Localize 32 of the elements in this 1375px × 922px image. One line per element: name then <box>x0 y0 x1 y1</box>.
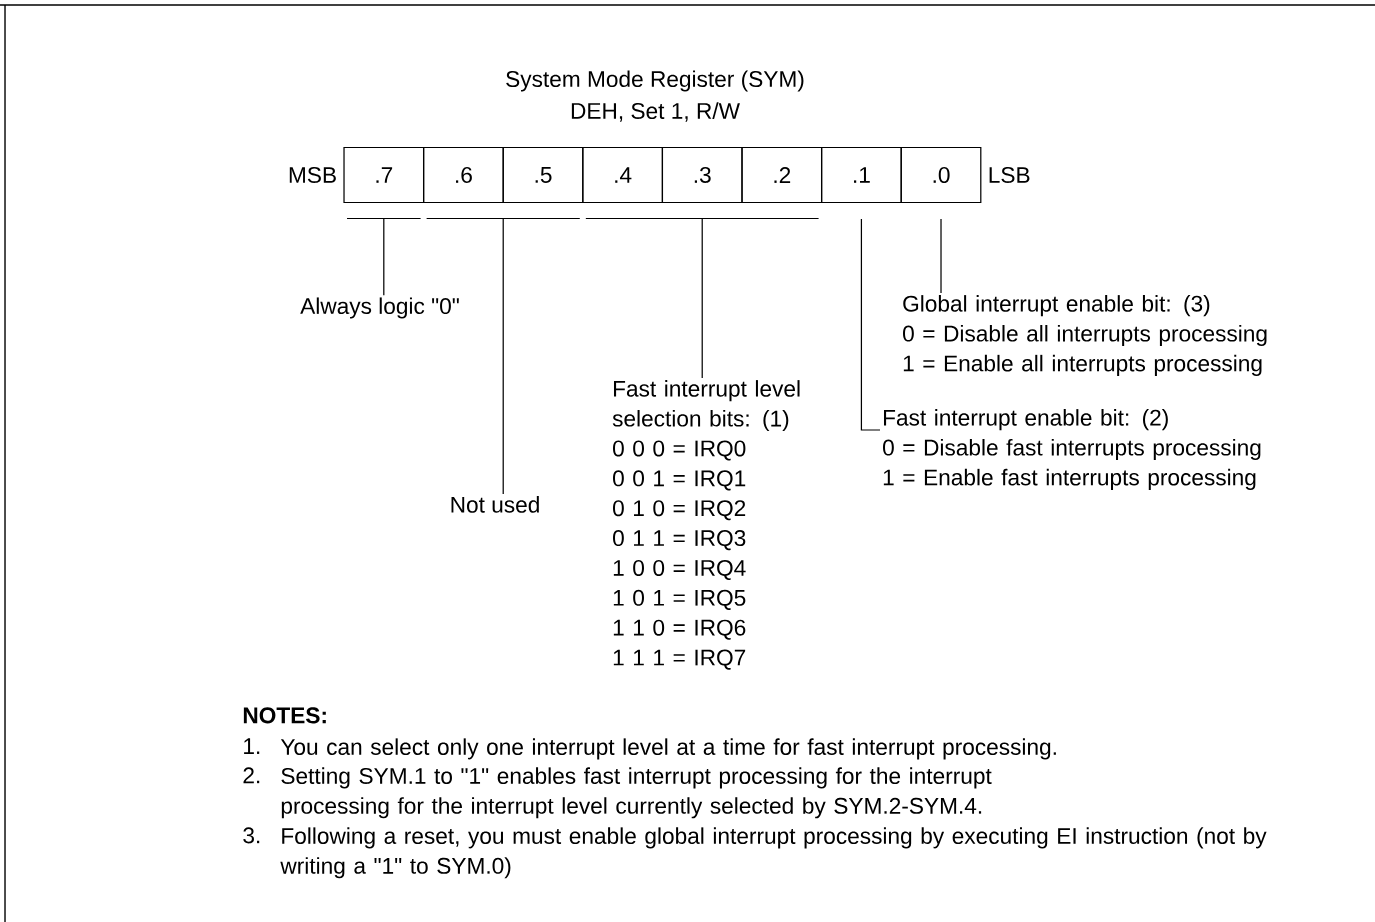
register-cell: .4 <box>582 146 663 204</box>
register-cell: .3 <box>661 146 743 204</box>
register-cell: .0 <box>900 146 982 204</box>
field-description: Global interrupt enable bit: (3) 0 = Disable all interrupts processing 1 = Enable all interrupts processing <box>903 295 1267 376</box>
title: System Mode Register (SYM) <box>506 70 804 92</box>
note-number: 2. <box>243 767 260 784</box>
register-address: DEH, Set 1, R/W <box>571 102 740 122</box>
field-description: Fast interrupt level selection bits: (1) 0 0 0 = IRQ0 0 0 1 = IRQ1 0 1 0 = IRQ2 0 1 1 = IRQ3 1 0 0 = IRQ4 1 0 1 = IRQ5 1 1 0 = IRQ6 1 1 1 = IRQ7 <box>612 380 800 670</box>
notes-heading: NOTES: <box>243 707 326 724</box>
note-number: 1. <box>244 738 260 754</box>
note-number: 3. <box>243 827 260 844</box>
bracket-line <box>585 217 819 220</box>
leader-line <box>860 218 881 431</box>
bracket-line <box>347 217 421 220</box>
register-cell: .7 <box>343 146 425 204</box>
bit-order-label: MSB <box>289 166 336 183</box>
leader-line <box>383 217 385 296</box>
bracket-line <box>426 217 580 220</box>
field-description: Not used <box>451 496 539 513</box>
register-cell: .1 <box>821 146 902 204</box>
note-text: You can select only one interrupt level at a time for fast interrupt processing. <box>280 738 1056 760</box>
leader-line <box>701 217 703 379</box>
register-cell: .2 <box>741 146 823 204</box>
register-cell: .6 <box>423 146 504 204</box>
leader-line <box>940 218 942 294</box>
note-text: Following a reset, you must enable global interrupt processing by executing EI instruction (not by writing a "1" to SYM.0) <box>280 827 1267 879</box>
leader-line <box>502 217 504 495</box>
register-cell: .5 <box>502 146 584 204</box>
field-description: Fast interrupt enable bit: (2) 0 = Disable fast interrupts processing 1 = Enable fast interrupts processing <box>883 409 1261 490</box>
note-text: Setting SYM.1 to "1" enables fast interrupt processing for the interrupt processing for the interrupt level currently selected by SYM.2-SYM.4. <box>281 767 992 819</box>
bit-order-label: LSB <box>989 166 1030 183</box>
field-description: Always logic "0" <box>300 297 459 319</box>
